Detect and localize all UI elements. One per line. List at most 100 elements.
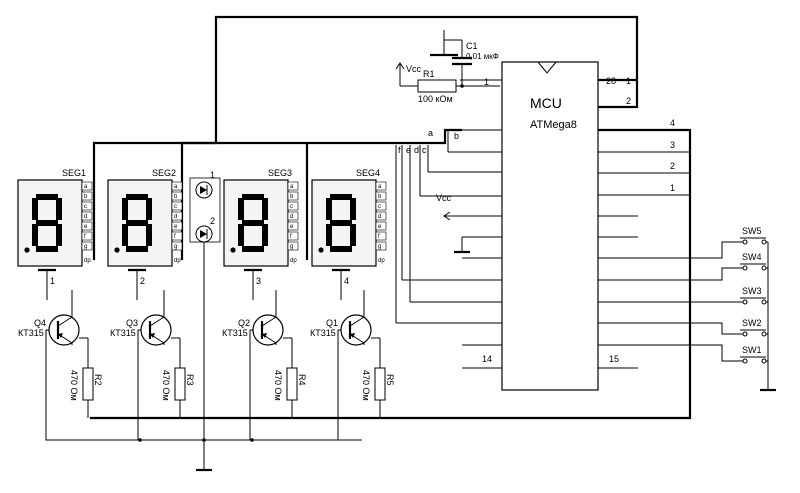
svg-text:e: e [378,224,382,230]
svg-text:a: a [84,184,88,190]
svg-text:c: c [378,204,381,210]
svg-text:d: d [84,214,87,220]
svg-text:b: b [84,194,88,200]
svg-text:a: a [378,184,382,190]
reset-network: Vcc R1 100 кОм C1 0,01 мкФ [395,30,500,104]
svg-text:b: b [454,131,459,141]
svg-text:e: e [290,224,294,230]
svg-text:SW3: SW3 [742,286,762,296]
r1-value: 100 кОм [418,94,453,104]
resistor-value: 470 Ом [361,370,371,401]
vcc-ground-left: Vcc [436,193,502,254]
bus-letters: a b f e d c [395,128,462,324]
svg-text:b: b [378,194,382,200]
svg-text:a: a [428,128,433,138]
resistor-value: 470 Ом [69,370,79,401]
svg-text:dp: dp [174,258,181,264]
led-1-label: 1 [210,170,215,180]
port-label-3: 3 [670,140,675,150]
mcu-pin-1r: 1 [626,76,631,86]
resistor-name: R5 [385,374,395,386]
svg-text:g: g [174,244,177,250]
segment-bus-top [92,128,462,260]
vcc-label-top: Vcc [406,64,422,74]
resistor-name: R3 [185,374,195,386]
svg-text:SW5: SW5 [742,226,762,236]
transistor-name: Q2 [238,318,250,328]
seg-pin: 4 [344,276,349,286]
transistor-type: КТ315 [222,328,248,338]
transistor-type: КТ315 [310,328,336,338]
c1-value: 0,01 мкФ [466,52,499,61]
svg-text:SW4: SW4 [742,252,762,262]
svg-text:f: f [174,234,176,240]
mcu-chip: MCU ATMega8 1 28 1 2 14 15 [482,61,631,391]
switch-SW4: SW4 [598,252,768,281]
svg-text:d: d [174,214,177,220]
mcu-pin-14: 14 [482,354,492,364]
svg-text:a: a [290,184,294,190]
resistor-name: R2 [93,374,103,386]
svg-text:a: a [174,184,178,190]
seg-pin: 1 [50,276,55,286]
mcu-right-pins [598,129,690,369]
svg-text:f: f [290,234,292,240]
svg-text:e: e [406,145,411,155]
mcu-left-pins [460,79,502,369]
svg-text:f: f [84,234,86,240]
svg-text:b: b [290,194,294,200]
port-label-2: 2 [670,161,675,171]
svg-text:c: c [174,204,177,210]
switch-SW3: SW3 [598,286,768,305]
svg-text:b: b [174,194,178,200]
seg-name: SEG2 [152,168,176,178]
svg-text:c: c [290,204,293,210]
svg-text:SW2: SW2 [742,318,762,328]
switch-SW2: SW2 [598,318,768,337]
seg-name: SEG4 [356,168,380,178]
transistor-type: КТ315 [110,328,136,338]
svg-text:d: d [414,145,419,155]
resistor-value: 470 Ом [273,370,283,401]
led-indicators: 1 2 [189,170,221,472]
mcu-title: MCU [530,95,562,111]
svg-text:e: e [84,224,88,230]
c1-name: C1 [466,41,478,51]
seg-name: SEG1 [62,168,86,178]
mcu-pin-2: 2 [626,96,631,106]
svg-text:f: f [378,234,380,240]
svg-text:dp: dp [84,258,91,264]
r1-name: R1 [423,69,435,79]
svg-text:d: d [378,214,381,220]
transistor-name: Q4 [34,318,46,328]
led-2-label: 2 [210,216,215,226]
switch-SW1: SW1 [598,344,768,364]
port-label-4: 4 [670,118,675,128]
svg-text:g: g [378,244,381,250]
transistor-type: КТ315 [18,328,44,338]
svg-text:d: d [290,214,293,220]
right-return-bus [90,128,692,420]
mcu-pin-28: 28 [606,76,616,86]
resistor-name: R4 [297,374,307,386]
seg-pin: 3 [256,276,261,286]
seg-pin: 2 [140,276,145,286]
mcu-pin-1: 1 [484,77,489,87]
svg-text:c: c [84,204,87,210]
svg-text:e: e [174,224,178,230]
port-label-1: 1 [670,183,675,193]
svg-text:c: c [422,145,427,155]
svg-text:SW1: SW1 [742,345,762,355]
resistor-value: 470 Ом [161,370,171,401]
mcu-part: ATMega8 [530,119,577,131]
